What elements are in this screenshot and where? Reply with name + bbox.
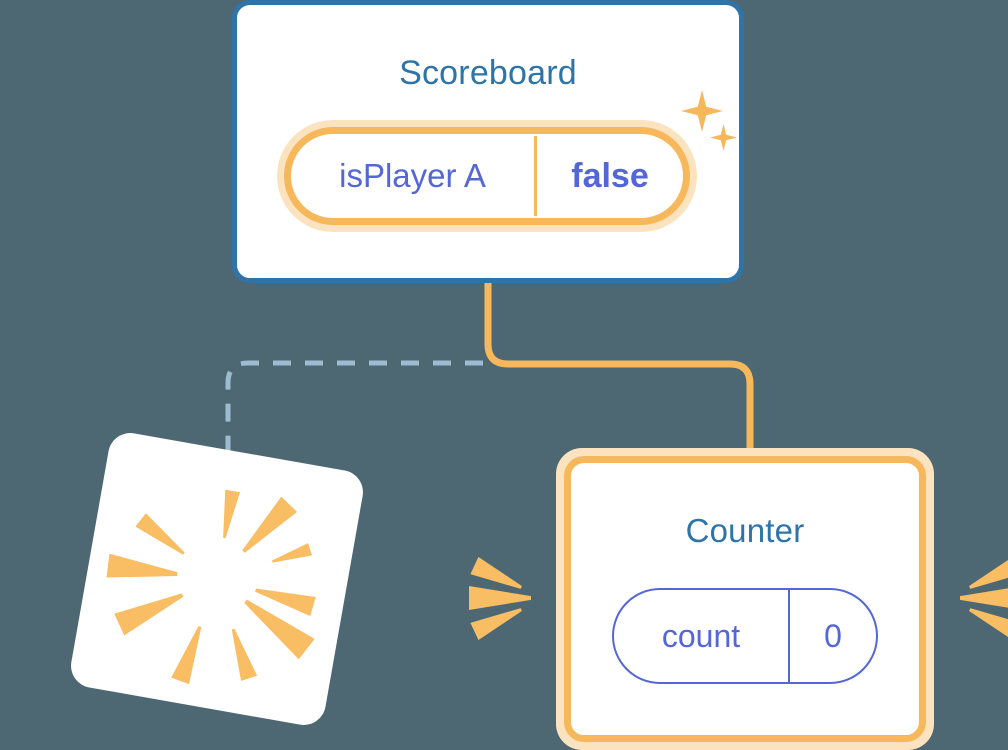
scoreboard-property-pill[interactable]: isPlayer A false bbox=[277, 120, 697, 232]
burst-ray bbox=[966, 556, 1008, 595]
counter-property-key: count bbox=[661, 617, 741, 654]
connector-scoreboard-to-blank bbox=[225, 360, 483, 470]
burst-ray bbox=[470, 600, 525, 639]
counter-property-value: 0 bbox=[824, 617, 842, 654]
burst-ray bbox=[960, 586, 1008, 610]
connector-scoreboard-to-counter bbox=[484, 283, 754, 452]
burst-ray bbox=[470, 556, 525, 595]
burst-ray bbox=[966, 600, 1008, 639]
burst-ray bbox=[469, 586, 531, 610]
counter-title: Counter bbox=[685, 512, 805, 549]
scoreboard-property-key: isPlayer A bbox=[339, 157, 486, 194]
pill-divider bbox=[534, 136, 537, 216]
scoreboard-property-value: false bbox=[571, 156, 649, 195]
scoreboard-card[interactable]: Scoreboard isPlayer A false bbox=[232, 0, 744, 283]
counter-property-pill[interactable]: count 0 bbox=[612, 588, 878, 684]
blank-card[interactable] bbox=[67, 429, 367, 729]
scoreboard-title: Scoreboard bbox=[399, 54, 577, 92]
pill-divider bbox=[788, 590, 790, 682]
